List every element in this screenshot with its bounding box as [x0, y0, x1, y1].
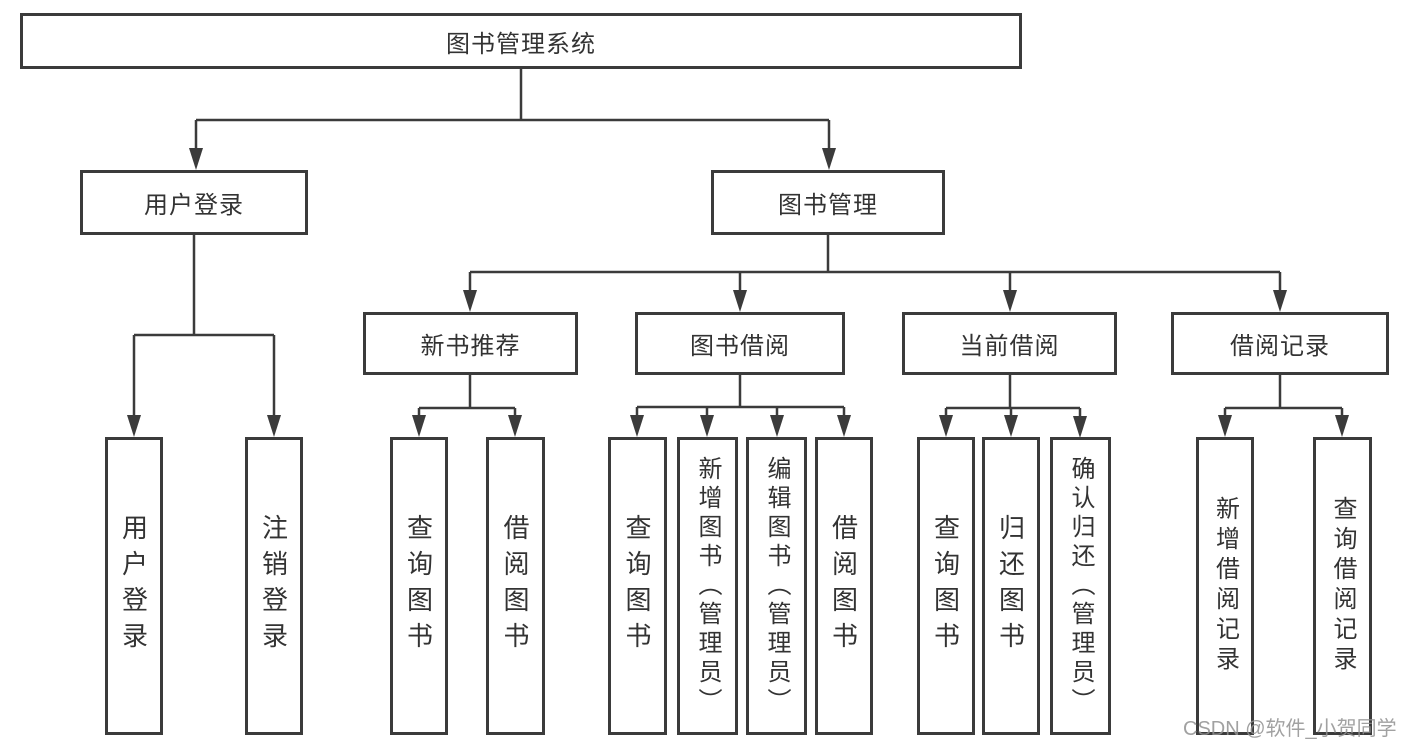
node-leaf-add-book-admin: 新增图书（管理员） — [677, 437, 738, 735]
node-label: 查询借阅记录 — [1329, 496, 1356, 676]
node-label: 借阅记录 — [1230, 333, 1330, 360]
node-label: 确认归还（管理员） — [1067, 455, 1094, 717]
node-leaf-confirm-return-admin: 确认归还（管理员） — [1050, 437, 1111, 735]
node-label: 图书管理 — [778, 192, 878, 219]
node-label: 借阅图书 — [828, 514, 859, 658]
node-leaf-borrow-books-1: 借阅图书 — [486, 437, 545, 735]
node-label: 新增图书（管理员） — [694, 455, 721, 717]
node-label: 查询图书 — [622, 514, 652, 658]
node-label: 借阅图书 — [500, 514, 530, 658]
node-label: 图书管理系统 — [446, 30, 596, 58]
node-label: 新书推荐 — [420, 333, 521, 360]
node-label: 新增借阅记录 — [1211, 496, 1239, 676]
node-leaf-query-books-2: 查询图书 — [608, 437, 667, 735]
arrowheads — [127, 148, 1349, 438]
node-label: 归还图书 — [995, 514, 1026, 658]
node-leaf-borrow-books-2: 借阅图书 — [815, 437, 873, 735]
node-book-management: 图书管理 — [711, 170, 945, 235]
node-leaf-add-borrow-record: 新增借阅记录 — [1196, 437, 1254, 735]
node-leaf-logout: 注销登录 — [245, 437, 303, 735]
node-label: 用户登录 — [118, 514, 149, 658]
node-leaf-query-borrow-record: 查询借阅记录 — [1313, 437, 1372, 735]
node-borrow-records: 借阅记录 — [1171, 312, 1389, 375]
node-label: 注销登录 — [258, 514, 289, 658]
node-leaf-user-login: 用户登录 — [105, 437, 163, 735]
node-book-borrow: 图书借阅 — [635, 312, 845, 375]
node-system-root: 图书管理系统 — [20, 13, 1022, 69]
node-leaf-query-books-3: 查询图书 — [917, 437, 975, 735]
csdn-watermark: CSDN @软件_小贺同学 — [1183, 718, 1397, 740]
node-new-book-recommend: 新书推荐 — [363, 312, 578, 375]
node-user-login: 用户登录 — [80, 170, 308, 235]
node-leaf-query-books-1: 查询图书 — [390, 437, 448, 735]
node-current-borrow: 当前借阅 — [902, 312, 1117, 375]
node-leaf-edit-book-admin: 编辑图书（管理员） — [746, 437, 807, 735]
node-label: 当前借阅 — [959, 333, 1060, 360]
node-label: 查询图书 — [930, 514, 961, 658]
node-label: 用户登录 — [144, 192, 244, 219]
node-label: 图书借阅 — [690, 333, 790, 360]
node-label: 编辑图书（管理员） — [763, 455, 790, 717]
node-leaf-return-books: 归还图书 — [982, 437, 1040, 735]
node-label: 查询图书 — [403, 514, 434, 658]
